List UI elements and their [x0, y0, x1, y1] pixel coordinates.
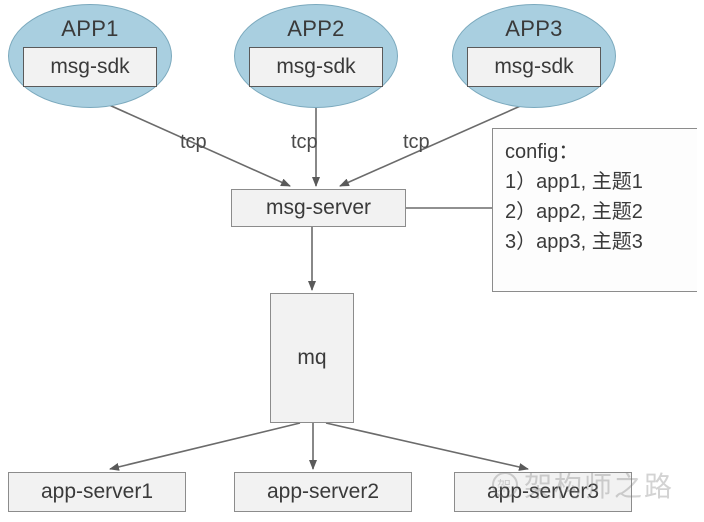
app2-label: APP2 [287, 16, 345, 41]
msg-server-node[interactable]: msg-server [231, 189, 406, 227]
config-note-heading: config： [505, 141, 579, 163]
edge-label-tcp-app1: tcp [180, 131, 207, 153]
config-note-line-2: 2）app2, 主题2 [505, 201, 643, 223]
app-node-app3[interactable]: APP3 msg-sdk [452, 4, 616, 108]
app-node-app2[interactable]: APP2 msg-sdk [234, 4, 398, 108]
app1-msg-sdk-box[interactable]: msg-sdk [23, 47, 157, 87]
edge-app1-to-msgserver [97, 99, 291, 187]
config-note: config： 1）app1, 主题1 2）app2, 主题2 3）app3, … [492, 128, 697, 292]
config-note-line-1: 1）app1, 主题1 [505, 171, 643, 193]
app-server3-node[interactable]: app-server3 [454, 472, 632, 512]
app2-msg-sdk-box[interactable]: msg-sdk [249, 47, 383, 87]
app3-msg-sdk-box[interactable]: msg-sdk [467, 47, 601, 87]
app3-label: APP3 [505, 16, 563, 41]
edge-mq-to-appserver3 [325, 422, 529, 471]
edge-mq-to-appserver1 [109, 422, 301, 471]
edge-label-tcp-app3: tcp [403, 131, 430, 153]
app-server2-node[interactable]: app-server2 [234, 472, 412, 512]
app-server1-node[interactable]: app-server1 [8, 472, 186, 512]
app-node-app1[interactable]: APP1 msg-sdk [8, 4, 172, 108]
mq-node[interactable]: mq [270, 293, 354, 423]
config-note-line-3: 3）app3, 主题3 [505, 231, 643, 253]
edge-label-tcp-app2: tcp [291, 131, 318, 153]
app1-label: APP1 [61, 16, 119, 41]
edge-app3-to-msgserver [339, 99, 535, 187]
